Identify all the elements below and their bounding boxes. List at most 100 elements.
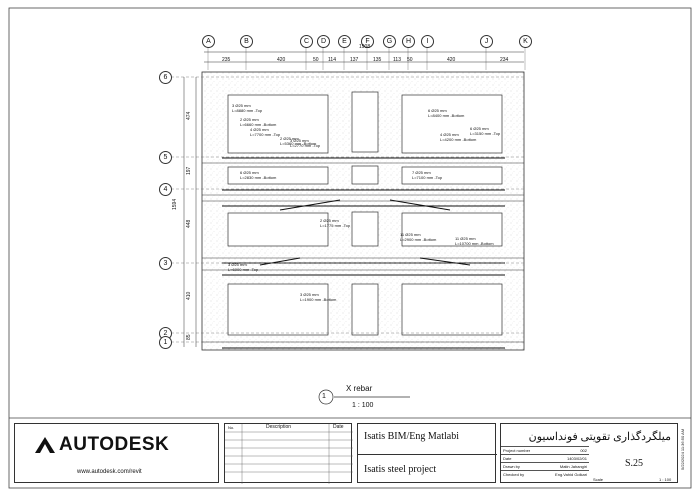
- rebar-label: L=2830 mm -Bottom: [240, 175, 277, 180]
- rebar-label: L=1775 mm -Top: [320, 223, 351, 228]
- view-title: X rebar: [346, 384, 373, 393]
- dim-left-segment: 410: [186, 291, 192, 300]
- rev-no-header: No.: [228, 425, 235, 430]
- rebar-label: 3 Ø25 mm: [228, 262, 247, 267]
- dim-segment: 235: [222, 57, 231, 63]
- sheet-field-value: Matin Jahangiri: [559, 464, 587, 469]
- rebar-label: 4 Ø25 mm: [440, 132, 459, 137]
- scale-value: 1 : 100: [659, 477, 672, 482]
- rebar-label: 2 Ø25 mm: [280, 136, 299, 141]
- grid-bubble-col-c: C: [300, 35, 313, 48]
- logo-panel: AUTODESK www.autodesk.com/revit: [14, 423, 219, 483]
- project-divider: [358, 454, 497, 455]
- sheet-info-panel: میلگردگذاری تقویتی فونداسیون Project num…: [500, 423, 678, 483]
- grid-bubble-col-j: J: [480, 35, 493, 48]
- project-panel: Isatis BIM/Eng Matlabi Isatis steel proj…: [357, 423, 497, 483]
- grid-bubble-col-f: F: [361, 35, 374, 48]
- rebar-label: 11 Ø25 mm: [455, 236, 476, 241]
- view-number-bubble: [318, 389, 334, 405]
- grid-bubble-col-b: B: [240, 35, 253, 48]
- print-timestamp: 5/22/2024 11:36:50 AM: [680, 428, 685, 470]
- rebar-label: 3 Ø25 mm: [232, 103, 251, 108]
- dim-segment: 50: [407, 57, 413, 63]
- sheet-field-value: 1403/02/01: [566, 456, 587, 461]
- sheet-border: [8, 7, 692, 489]
- rebar-label: 3 Ø25 mm: [300, 292, 319, 297]
- sheet-field-row: Project number 002: [501, 446, 589, 455]
- rebar-label: 2 Ø25 mm: [320, 218, 339, 223]
- grid-bubble-col-d: D: [317, 35, 330, 48]
- grid-bubble-col-h: H: [402, 35, 415, 48]
- dim-segment: 114: [328, 57, 336, 63]
- rebar-label: L=7100 mm -Top: [412, 175, 443, 180]
- grid-bubble-col-a: A: [202, 35, 215, 48]
- rebar-label: L=3150 mm -Top: [470, 131, 501, 136]
- sheet-number: S.25: [625, 458, 644, 469]
- project-name: Isatis steel project: [364, 464, 437, 475]
- rebar-label: L=4200 mm -Bottom: [440, 137, 477, 142]
- rebar-label: L=6000 mm -Top: [228, 267, 259, 272]
- grid-bubble-col-i: I: [421, 35, 434, 48]
- rebar-label: 7 Ø25 mm: [412, 170, 431, 175]
- sheet-field-label: Checked by: [503, 472, 525, 477]
- dim-left-segment: 85: [186, 334, 192, 340]
- view-number: 1: [322, 393, 326, 400]
- rebar-label: L=7700 mm -Top: [250, 132, 281, 137]
- revision-table: No. Description Date: [224, 423, 353, 484]
- grid-bubble-row-3: 3: [159, 257, 172, 270]
- rebar-label: L=6660 mm -Bottom: [240, 122, 277, 127]
- dim-segment: 420: [277, 57, 286, 63]
- rebar-label: 6 Ø25 mm: [428, 108, 447, 113]
- rev-date-header: Date: [333, 424, 344, 430]
- sheet-field-row: Date 1403/02/01: [501, 454, 589, 463]
- sheet-field-row: Checked by Eng.Vahid Golkari: [501, 470, 589, 479]
- dim-segment: 113: [393, 57, 401, 63]
- grid-bubble-col-e: E: [338, 35, 351, 48]
- dim-segment: 234: [500, 57, 509, 63]
- autodesk-url: www.autodesk.com/revit: [77, 469, 142, 475]
- rebar-label: L=8400 mm -Bottom: [428, 113, 465, 118]
- revision-grid: [225, 424, 353, 484]
- rebar-label: L=2770 mm -Top: [290, 143, 321, 148]
- dim-segment: 137: [350, 57, 359, 63]
- dim-total: 1908: [359, 44, 371, 50]
- sheet-field-label: Date: [503, 456, 512, 461]
- dim-left-segment: 474: [186, 111, 192, 120]
- rebar-label: 6 Ø25 mm: [240, 170, 259, 175]
- sheet-field-value: 002: [580, 448, 587, 453]
- dim-left-segment: 197: [186, 166, 192, 175]
- dim-segment: 135: [373, 57, 382, 63]
- grid-lines: [171, 47, 526, 343]
- dim-segment: 50: [313, 57, 319, 63]
- company-name: Isatis BIM/Eng Matlabi: [364, 431, 459, 442]
- grid-bubble-row-1: 1: [159, 336, 172, 349]
- persian-title: میلگردگذاری تقویتی فونداسیون: [528, 431, 671, 443]
- rebar-label: L=1900 mm -Bottom: [300, 297, 337, 302]
- rebar-label: 6 Ø25 mm: [470, 126, 489, 131]
- grid-bubble-row-5: 5: [159, 151, 172, 164]
- autodesk-a-icon: [35, 437, 55, 453]
- dimension-lines: [183, 51, 524, 347]
- scale-label: Scale: [593, 477, 604, 482]
- grid-bubble-row-6: 6: [159, 71, 172, 84]
- view-scale: 1 : 100: [352, 402, 374, 409]
- rebar-label: 3 Ø25 mm: [290, 138, 309, 143]
- sheet-field-value: Eng.Vahid Golkari: [555, 472, 587, 477]
- rebar-label: L=8880 mm -Top: [232, 108, 263, 113]
- grid-bubble-col-g: G: [383, 35, 396, 48]
- rebar-label: L=5360 mm -Bottom: [280, 141, 317, 146]
- dim-segment: 420: [447, 57, 456, 63]
- rebar-label: 11 Ø25 mm: [400, 232, 421, 237]
- rebar-label: 2 Ø25 mm: [240, 117, 259, 122]
- rebar-label: L=10700 mm -Bottom: [455, 241, 494, 246]
- dim-left-total: 1594: [172, 198, 178, 210]
- rebar-label: L=2900 mm -Bottom: [400, 237, 437, 242]
- pads: [227, 91, 503, 336]
- grid-bubble-col-k: K: [519, 35, 532, 48]
- grid-bubble-row-4: 4: [159, 183, 172, 196]
- sheet-field-label: Project number: [503, 448, 531, 453]
- rebar-lines: [222, 157, 505, 349]
